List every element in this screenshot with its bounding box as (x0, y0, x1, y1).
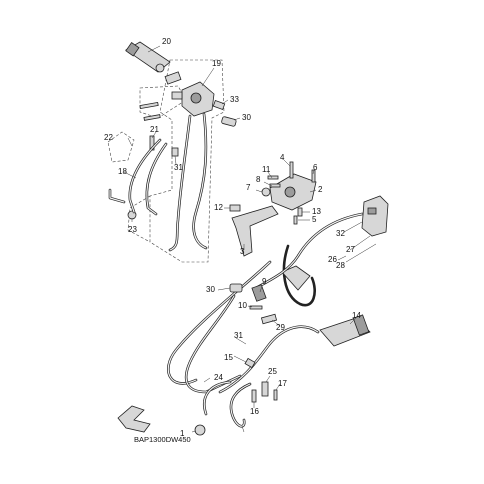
callout-22: 22 (104, 133, 113, 142)
spring-9-part (251, 284, 267, 302)
lower-cable-group (167, 260, 320, 428)
right-switch-housing-part (164, 71, 215, 117)
bolt-10-part (249, 305, 263, 310)
leader-lines (123, 45, 377, 433)
callout-6: 6 (313, 163, 318, 172)
inner-dashed-outline (139, 85, 187, 119)
callout-17: 17 (278, 379, 287, 388)
callout-31: 31 (174, 163, 183, 172)
screw-part (139, 101, 161, 121)
bolt-13-part (297, 207, 303, 217)
callout-13: 13 (312, 207, 321, 216)
throttle-assembly-group (107, 41, 237, 263)
callout-28: 28 (336, 261, 345, 270)
callout-15: 15 (224, 353, 233, 362)
throttle-grip-part (125, 41, 171, 73)
left-switch-housing-part (361, 195, 389, 237)
callout-31: 31 (234, 331, 243, 340)
switch-wire-part (168, 112, 208, 252)
cable-clamp-30-part (221, 116, 237, 127)
small-screw-33-part (212, 99, 226, 111)
callout-23: 23 (128, 225, 137, 234)
callout-30: 30 (242, 113, 251, 122)
clamp-30-lower-part (229, 283, 243, 293)
handlebar-tube-part (282, 244, 316, 307)
callout-5: 5 (312, 215, 317, 224)
callout-33: 33 (230, 95, 239, 104)
front-arrow-icon (117, 405, 151, 433)
bracket-24-part (261, 381, 269, 397)
clip-31-part (171, 147, 179, 157)
callout-7: 7 (246, 183, 251, 192)
callout-3: 3 (240, 247, 245, 256)
callout-29: 29 (276, 323, 285, 332)
clamp-16-part (194, 424, 206, 436)
callout-10: 10 (238, 301, 247, 310)
pipe-bracket-part (281, 265, 311, 291)
clip-29-part (260, 313, 278, 325)
screw-6-part (311, 169, 316, 183)
callout-2: 2 (318, 185, 323, 194)
clutch-lever-part (231, 205, 279, 257)
callout-14: 14 (352, 311, 361, 320)
clip-31-lower-part (244, 357, 256, 369)
bolt-25-part (273, 389, 278, 401)
callout-30: 30 (206, 285, 215, 294)
callout-1: 1 (180, 429, 185, 438)
lever-holder-part (269, 173, 317, 211)
screw-8-part (269, 183, 281, 188)
callout-18: 18 (118, 167, 127, 176)
callout-20: 20 (162, 37, 171, 46)
callout-21: 21 (150, 125, 159, 134)
callout-11: 11 (262, 165, 271, 174)
callout-9: 9 (262, 277, 267, 286)
callout-27: 27 (346, 245, 355, 254)
callout-19: 19 (212, 59, 221, 68)
bracket-22-part (107, 131, 135, 163)
bolt-17-part (251, 389, 257, 403)
pin-12-part (229, 204, 241, 212)
side-dashed-outline (127, 195, 151, 243)
callout-4: 4 (280, 153, 285, 162)
throttle-cable-part (108, 138, 168, 216)
callout-32: 32 (336, 229, 345, 238)
left-grip-part (319, 314, 371, 347)
left-switch-housing-group (254, 195, 389, 290)
callout-25: 25 (268, 367, 277, 376)
clutch-lever-assembly-group (229, 161, 317, 307)
bolt-4-part (289, 161, 294, 179)
callout-24: 24 (214, 373, 223, 382)
bolt-5-part (293, 215, 298, 225)
callout-26: 26 (328, 255, 337, 264)
callout-12: 12 (214, 203, 223, 212)
callout-8: 8 (256, 175, 261, 184)
switch-button (367, 207, 377, 215)
callout-16: 16 (250, 407, 259, 416)
bolt-11-part (267, 175, 279, 180)
diagram-code: BAP1300DW450 (134, 435, 191, 444)
nut-7-part (261, 187, 271, 197)
